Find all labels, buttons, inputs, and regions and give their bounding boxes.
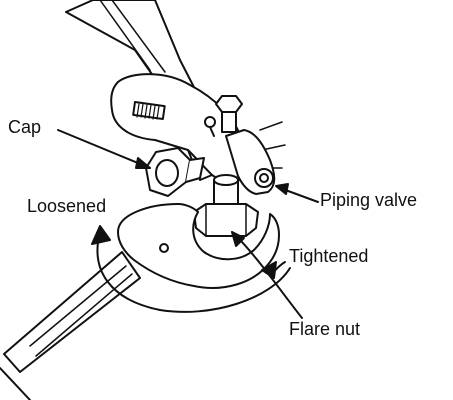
tightened-label: Tightened	[289, 247, 368, 265]
cap-leader-head	[136, 158, 150, 168]
cap-label: Cap	[8, 118, 41, 136]
cap-hex-bore	[156, 160, 178, 186]
valve-mount-line	[260, 122, 282, 130]
lower-wrench-handle	[4, 252, 140, 372]
loosened-label: Loosened	[27, 197, 106, 215]
flare-nut-hex	[194, 204, 258, 236]
flare-nut-label: Flare nut	[289, 320, 360, 338]
valve-spindle-stem	[222, 112, 236, 132]
valve-port-inner	[260, 174, 268, 182]
piping-valve-leader-head	[276, 184, 288, 194]
lower-wrench-tail	[0, 368, 30, 400]
loosened-arrowhead	[92, 226, 110, 244]
keyhole-mark	[205, 117, 215, 127]
piping-valve-label: Piping valve	[320, 191, 417, 209]
lower-wrench-handle-groove	[30, 266, 126, 346]
stem-tube-top	[214, 175, 238, 185]
lower-wrench-hole	[160, 244, 168, 252]
valve-spindle-hex	[216, 96, 242, 112]
